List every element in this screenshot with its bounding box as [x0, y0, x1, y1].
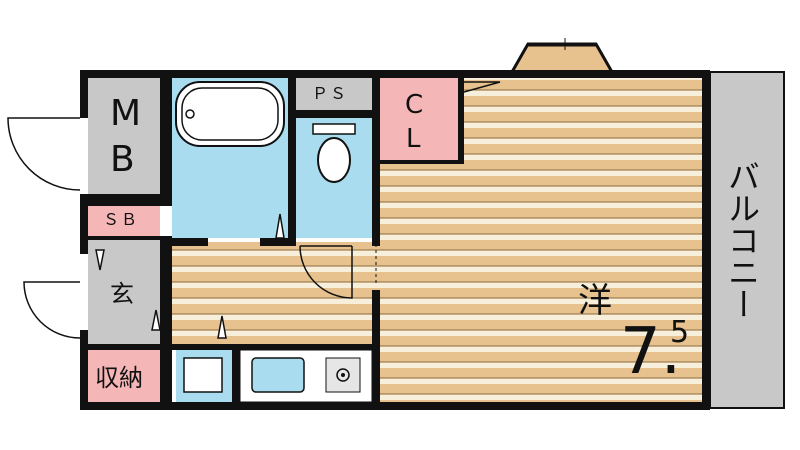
- mb-label-b: B: [110, 139, 135, 180]
- toilet-bowl: [317, 137, 351, 183]
- sliding-marks: [95, 213, 285, 339]
- sb-label: ＳＢ: [103, 210, 140, 229]
- western-room-size: 7.: [620, 315, 682, 389]
- western-room-size-decimal: 5: [670, 315, 690, 350]
- cl-label-c: C: [405, 90, 424, 120]
- doors: [7, 81, 707, 380]
- balcony: [709, 71, 785, 409]
- genkan-label: 玄: [110, 280, 134, 308]
- bay-window: [509, 38, 615, 74]
- cl-label-l: L: [406, 124, 421, 154]
- storage-label: 収納: [95, 364, 143, 392]
- sink: [251, 357, 305, 393]
- storage-label-box: [88, 350, 160, 402]
- ps-box: [296, 78, 372, 110]
- western-room-label: 洋: [578, 281, 612, 321]
- bathtub: [175, 81, 285, 147]
- mb-room: [88, 78, 160, 194]
- sb-label-box: [88, 206, 160, 236]
- balcony-label: バルコニー: [723, 160, 761, 320]
- kitchen-floor: [172, 242, 378, 344]
- cl-box: [380, 78, 458, 162]
- mb-label-m: M: [110, 93, 142, 134]
- ps-label: ＰＳ: [312, 84, 349, 103]
